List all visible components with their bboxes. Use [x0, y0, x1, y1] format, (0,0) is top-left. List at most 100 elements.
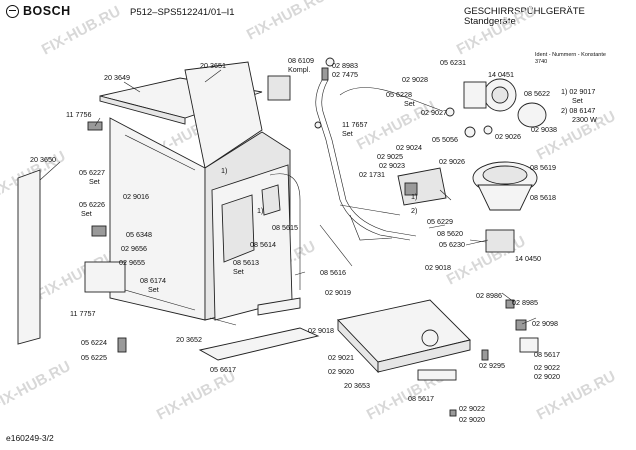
callout-marker: 1)	[257, 206, 263, 215]
part-label: 08 5615	[272, 223, 298, 232]
leader-lines	[39, 69, 537, 326]
ident-title: Ident - Nummern - Konstante	[535, 52, 606, 58]
part-label: 08 5619	[530, 163, 556, 172]
watermark: FIX-HUB.RU	[0, 358, 73, 414]
part-label: 02 9018	[308, 326, 334, 335]
watermark: FIX-HUB.RU	[244, 0, 329, 44]
door-latch	[261, 184, 281, 216]
ident-value: 3740	[535, 59, 548, 65]
part-label: 02 9026	[439, 157, 465, 166]
pump-seal	[464, 126, 476, 138]
part-label: 05 6230	[439, 240, 465, 249]
legend-item: Set	[572, 96, 583, 105]
part-label: 02 8986	[476, 291, 502, 300]
part-label: 08 5618	[530, 193, 556, 202]
part-label: 02 8983	[332, 61, 358, 70]
part-label: 02 9019	[325, 288, 351, 297]
door-bottom-strip	[257, 297, 301, 316]
sealing-ring	[325, 57, 335, 67]
part-label: 02 9016	[123, 192, 149, 201]
rear-panel	[184, 61, 263, 169]
part-label: 14 0450	[515, 254, 541, 263]
part-label: 20 3653	[344, 381, 370, 390]
worktop-edge	[99, 95, 186, 125]
part-label: 02 9028	[402, 75, 428, 84]
part-label: 08 5614	[250, 240, 276, 249]
part-label: 02 9023	[379, 161, 405, 170]
part-label: 02 9020	[459, 415, 485, 424]
part-label: 05 5056	[432, 135, 458, 144]
part-label: 02 9018	[425, 263, 451, 272]
part-label: 02 9655	[119, 258, 145, 267]
side-panel	[17, 169, 41, 345]
part-label: Kompl.	[288, 65, 310, 74]
pressure-switch	[515, 319, 527, 331]
part-label: 08 5620	[437, 229, 463, 238]
detergent-dispenser	[221, 194, 255, 263]
hose-nozzle	[321, 67, 329, 81]
door-seal	[269, 173, 301, 290]
model-number: P512–SPS512241/01–I1	[130, 7, 235, 18]
watermark: FIX-HUB.RU	[39, 3, 124, 59]
appliance-category: GESCHIRRSPÜHLGERÄTE Standgeräte	[464, 7, 585, 27]
part-label: 02 9038	[531, 125, 557, 134]
drain-pump	[485, 229, 515, 253]
watermark: FIX-HUB.RU	[454, 3, 539, 59]
part-label: 20 3649	[104, 73, 130, 82]
drawing-code: e160249-3/2	[6, 433, 54, 443]
part-label: 05 6617	[210, 365, 236, 374]
part-label: 02 9024	[396, 143, 422, 152]
part-label: 08 6109	[288, 56, 314, 65]
part-label: 08 5616	[320, 268, 346, 277]
part-label: 08 5617	[408, 394, 434, 403]
part-label: 08 6174	[140, 276, 166, 285]
bosch-emblem-icon	[6, 4, 19, 18]
part-label: 02 9022	[459, 404, 485, 413]
callout-marker: 1)	[411, 192, 417, 201]
base-front-strip	[417, 369, 457, 381]
part-label: 20 3651	[200, 61, 226, 70]
legend-item: 2300 W	[572, 115, 597, 124]
part-label: 20 3650	[30, 155, 56, 164]
part-label: 02 9020	[328, 367, 354, 376]
part-label: 02 9098	[532, 319, 558, 328]
part-label: 05 6227	[79, 168, 105, 177]
part-label: 02 9295	[479, 361, 505, 370]
part-label: Set	[233, 267, 244, 276]
part-label: 02 9027	[421, 108, 447, 117]
part-label: 02 9020	[534, 372, 560, 381]
overflow-hose	[339, 87, 441, 111]
part-label: 11 7757	[70, 309, 95, 318]
drain-hose	[339, 204, 401, 216]
callout-marker: 2)	[411, 206, 417, 215]
part-label: Set	[404, 99, 415, 108]
legend-item: 2) 08 6147	[561, 106, 595, 115]
sump-body	[477, 184, 533, 211]
part-label: 02 9022	[534, 363, 560, 372]
part-label: 02 9026	[495, 132, 521, 141]
part-label: 02 7475	[332, 70, 358, 79]
pump-cover	[517, 102, 547, 128]
aquastop-valve	[267, 75, 291, 101]
part-label: 08 5622	[524, 89, 550, 98]
ident-block: Ident - Nummern - Konstante 3740	[535, 52, 606, 66]
category-label: GESCHIRRSPÜHLGERÄTE	[464, 6, 585, 17]
part-labels: 20 3651 20 3649 11 7756 20 3650 05 6227 …	[30, 56, 560, 424]
float-switch	[421, 329, 439, 347]
part-label: 05 6225	[81, 353, 107, 362]
watermark: FIX-HUB.RU	[154, 368, 239, 424]
mains-filter	[84, 261, 126, 293]
part-label: 08 5617	[534, 350, 560, 359]
adjusting-foot	[117, 337, 127, 353]
part-label: 20 3652	[176, 335, 202, 344]
part-label: 05 6228	[386, 90, 412, 99]
part-label: 11 7657	[342, 120, 367, 129]
part-label: 02 8985	[512, 298, 538, 307]
part-label: 14 0451	[488, 70, 514, 79]
part-label: 02 9021	[328, 353, 354, 362]
part-label: 08 5613	[233, 258, 259, 267]
part-label: 02 9656	[121, 244, 147, 253]
part-label: 05 6226	[79, 200, 105, 209]
callout-marker: 1)	[221, 166, 227, 175]
